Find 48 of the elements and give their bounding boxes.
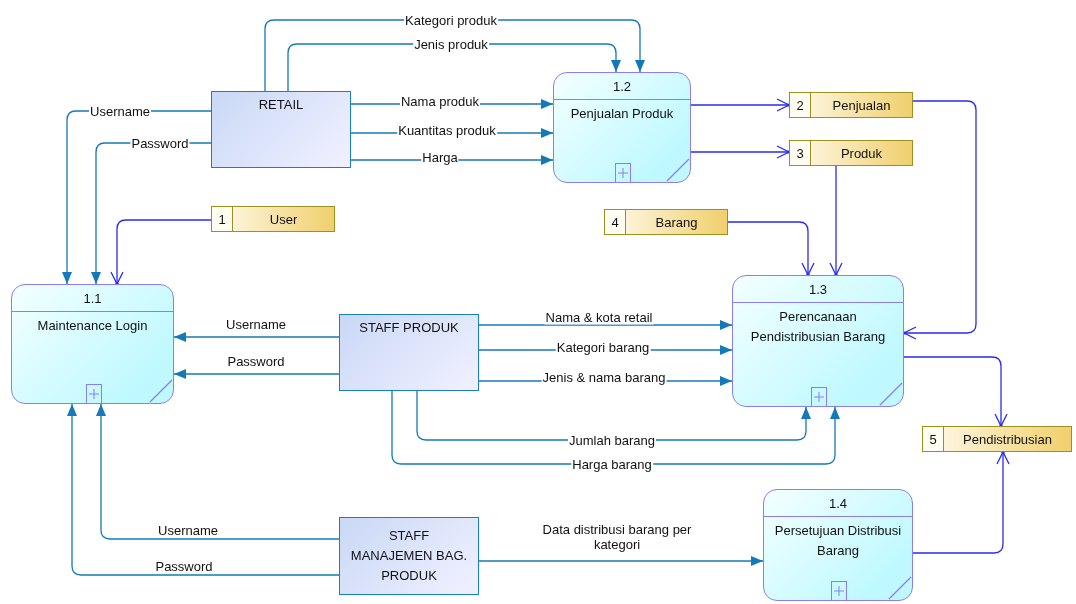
store-label: Pendistribusian xyxy=(963,431,1052,447)
data-store xyxy=(922,426,1072,452)
process-label: Perencanaan Pendistribusian Barang xyxy=(750,309,886,344)
arrow xyxy=(173,369,340,379)
process-label: Maintenance Login xyxy=(37,318,148,333)
entity-label: RETAIL xyxy=(258,96,304,114)
data-store xyxy=(211,206,335,232)
process-label: Penjualan Produk xyxy=(570,106,674,121)
store-number: 1 xyxy=(218,211,226,227)
arrow xyxy=(727,221,815,277)
process-number: 1.1 xyxy=(83,290,102,306)
arrow xyxy=(478,320,733,330)
edge-label: Data distribusi barang per kategori xyxy=(541,522,693,552)
store-number: 2 xyxy=(796,97,804,113)
arrow xyxy=(96,403,340,540)
data-store xyxy=(789,92,913,118)
store-number: 4 xyxy=(611,214,619,230)
store-number: 3 xyxy=(796,145,804,161)
process-box xyxy=(553,72,691,183)
arrow xyxy=(829,165,843,277)
entity-label: STAFF PRODUK xyxy=(359,319,459,337)
process-number: 1.3 xyxy=(808,281,828,297)
arrow xyxy=(478,556,764,566)
process-number: 1.4 xyxy=(828,495,848,511)
data-store xyxy=(604,209,728,235)
store-number: 5 xyxy=(929,431,937,447)
arrow xyxy=(690,98,791,112)
arrow xyxy=(110,219,212,286)
process-label: Persetujuan Distribusi Barang xyxy=(774,523,902,558)
store-label: User xyxy=(269,211,298,227)
arrow xyxy=(912,450,1010,554)
process-box xyxy=(11,284,174,404)
arrow xyxy=(67,403,340,576)
arrow xyxy=(173,332,340,342)
entity-label: STAFF MANAJEMEN BAG. PRODUK xyxy=(349,527,469,585)
arrow xyxy=(690,145,791,159)
store-label: Produk xyxy=(840,145,883,161)
external-entity-box xyxy=(339,314,479,391)
data-store xyxy=(789,140,913,166)
external-entity-box xyxy=(339,517,479,595)
store-label: Barang xyxy=(655,214,698,230)
process-box xyxy=(732,275,904,407)
arrow xyxy=(903,356,1008,428)
arrow xyxy=(902,100,977,340)
process-box xyxy=(763,489,913,601)
external-entity-box xyxy=(211,91,351,168)
process-number: 1.2 xyxy=(612,78,632,94)
store-label: Penjualan xyxy=(832,97,891,113)
